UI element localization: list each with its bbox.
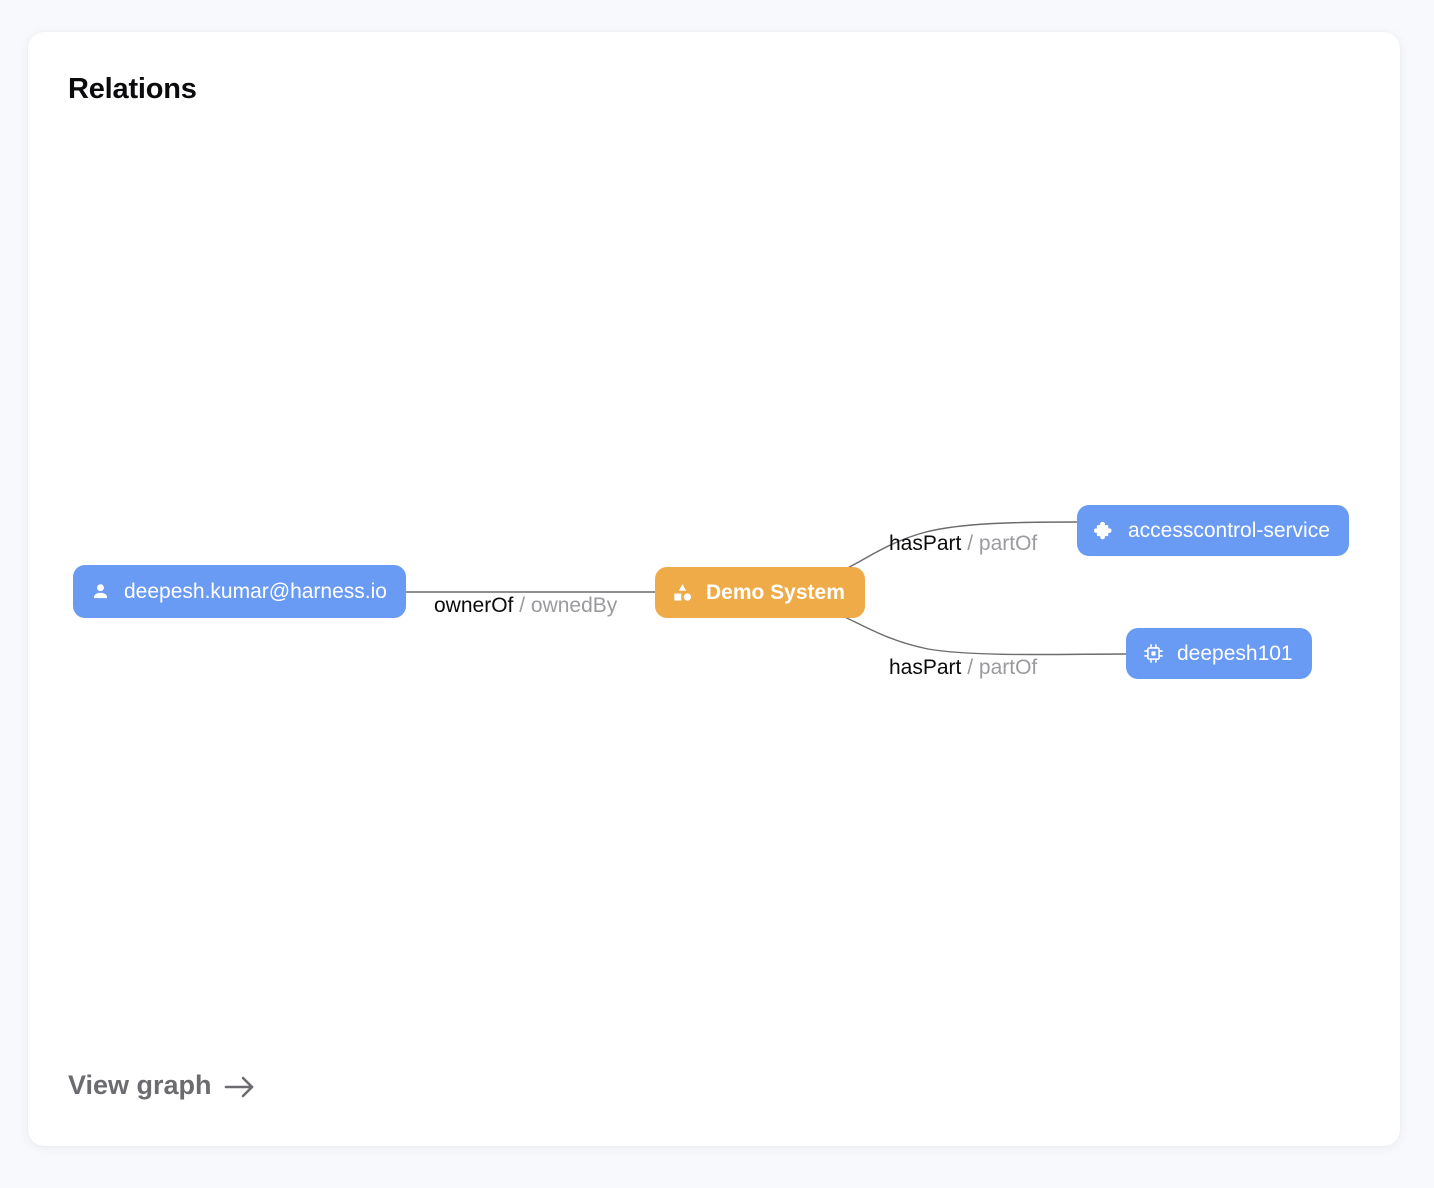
graph-node-deepesh101[interactable]: deepesh101 — [1126, 628, 1312, 679]
edge-label-owner-of: ownerOf / ownedBy — [434, 595, 617, 616]
edge-relation-forward: hasPart — [889, 656, 962, 679]
relations-graph[interactable]: ownerOf / ownedBy hasPart / partOf hasPa… — [28, 32, 1400, 1146]
shapes-icon — [672, 582, 693, 603]
edge-relation-separator-glyph: / — [519, 594, 526, 617]
relations-card: Relations ownerOf / ownedBy hasPart / pa… — [28, 32, 1400, 1146]
edge-relation-inverse: ownedBy — [530, 594, 618, 617]
graph-node-system[interactable]: Demo System — [655, 567, 865, 618]
edge-relation-separator-glyph: / — [967, 532, 974, 555]
edge-relation-forward: hasPart — [889, 532, 962, 555]
graph-node-user[interactable]: deepesh.kumar@harness.io — [73, 565, 406, 618]
puzzle-piece-icon — [1094, 520, 1115, 541]
edge-relation-separator-glyph: / — [967, 656, 974, 679]
person-icon — [90, 581, 111, 602]
graph-node-accesscontrol-service[interactable]: accesscontrol-service — [1077, 505, 1349, 556]
edge-label-has-part-bottom: hasPart / partOf — [889, 657, 1037, 678]
edge-relation-inverse: partOf — [978, 532, 1038, 555]
graph-node-label: deepesh.kumar@harness.io — [124, 580, 387, 603]
graph-node-label: deepesh101 — [1177, 642, 1293, 665]
edge-relation-inverse: partOf — [978, 656, 1038, 679]
edge-label-has-part-top: hasPart / partOf — [889, 533, 1037, 554]
view-graph-link[interactable]: View graph — [68, 1070, 256, 1101]
chip-icon — [1143, 643, 1164, 664]
edge-relation-forward: ownerOf — [434, 594, 514, 617]
graph-node-label: accesscontrol-service — [1128, 519, 1330, 542]
page-title: Relations — [68, 73, 197, 105]
graph-node-label: Demo System — [706, 581, 845, 604]
view-graph-label: View graph — [68, 1070, 212, 1100]
arrow-right-icon — [224, 1074, 256, 1100]
edge-system-deepesh101-line — [825, 608, 1127, 656]
